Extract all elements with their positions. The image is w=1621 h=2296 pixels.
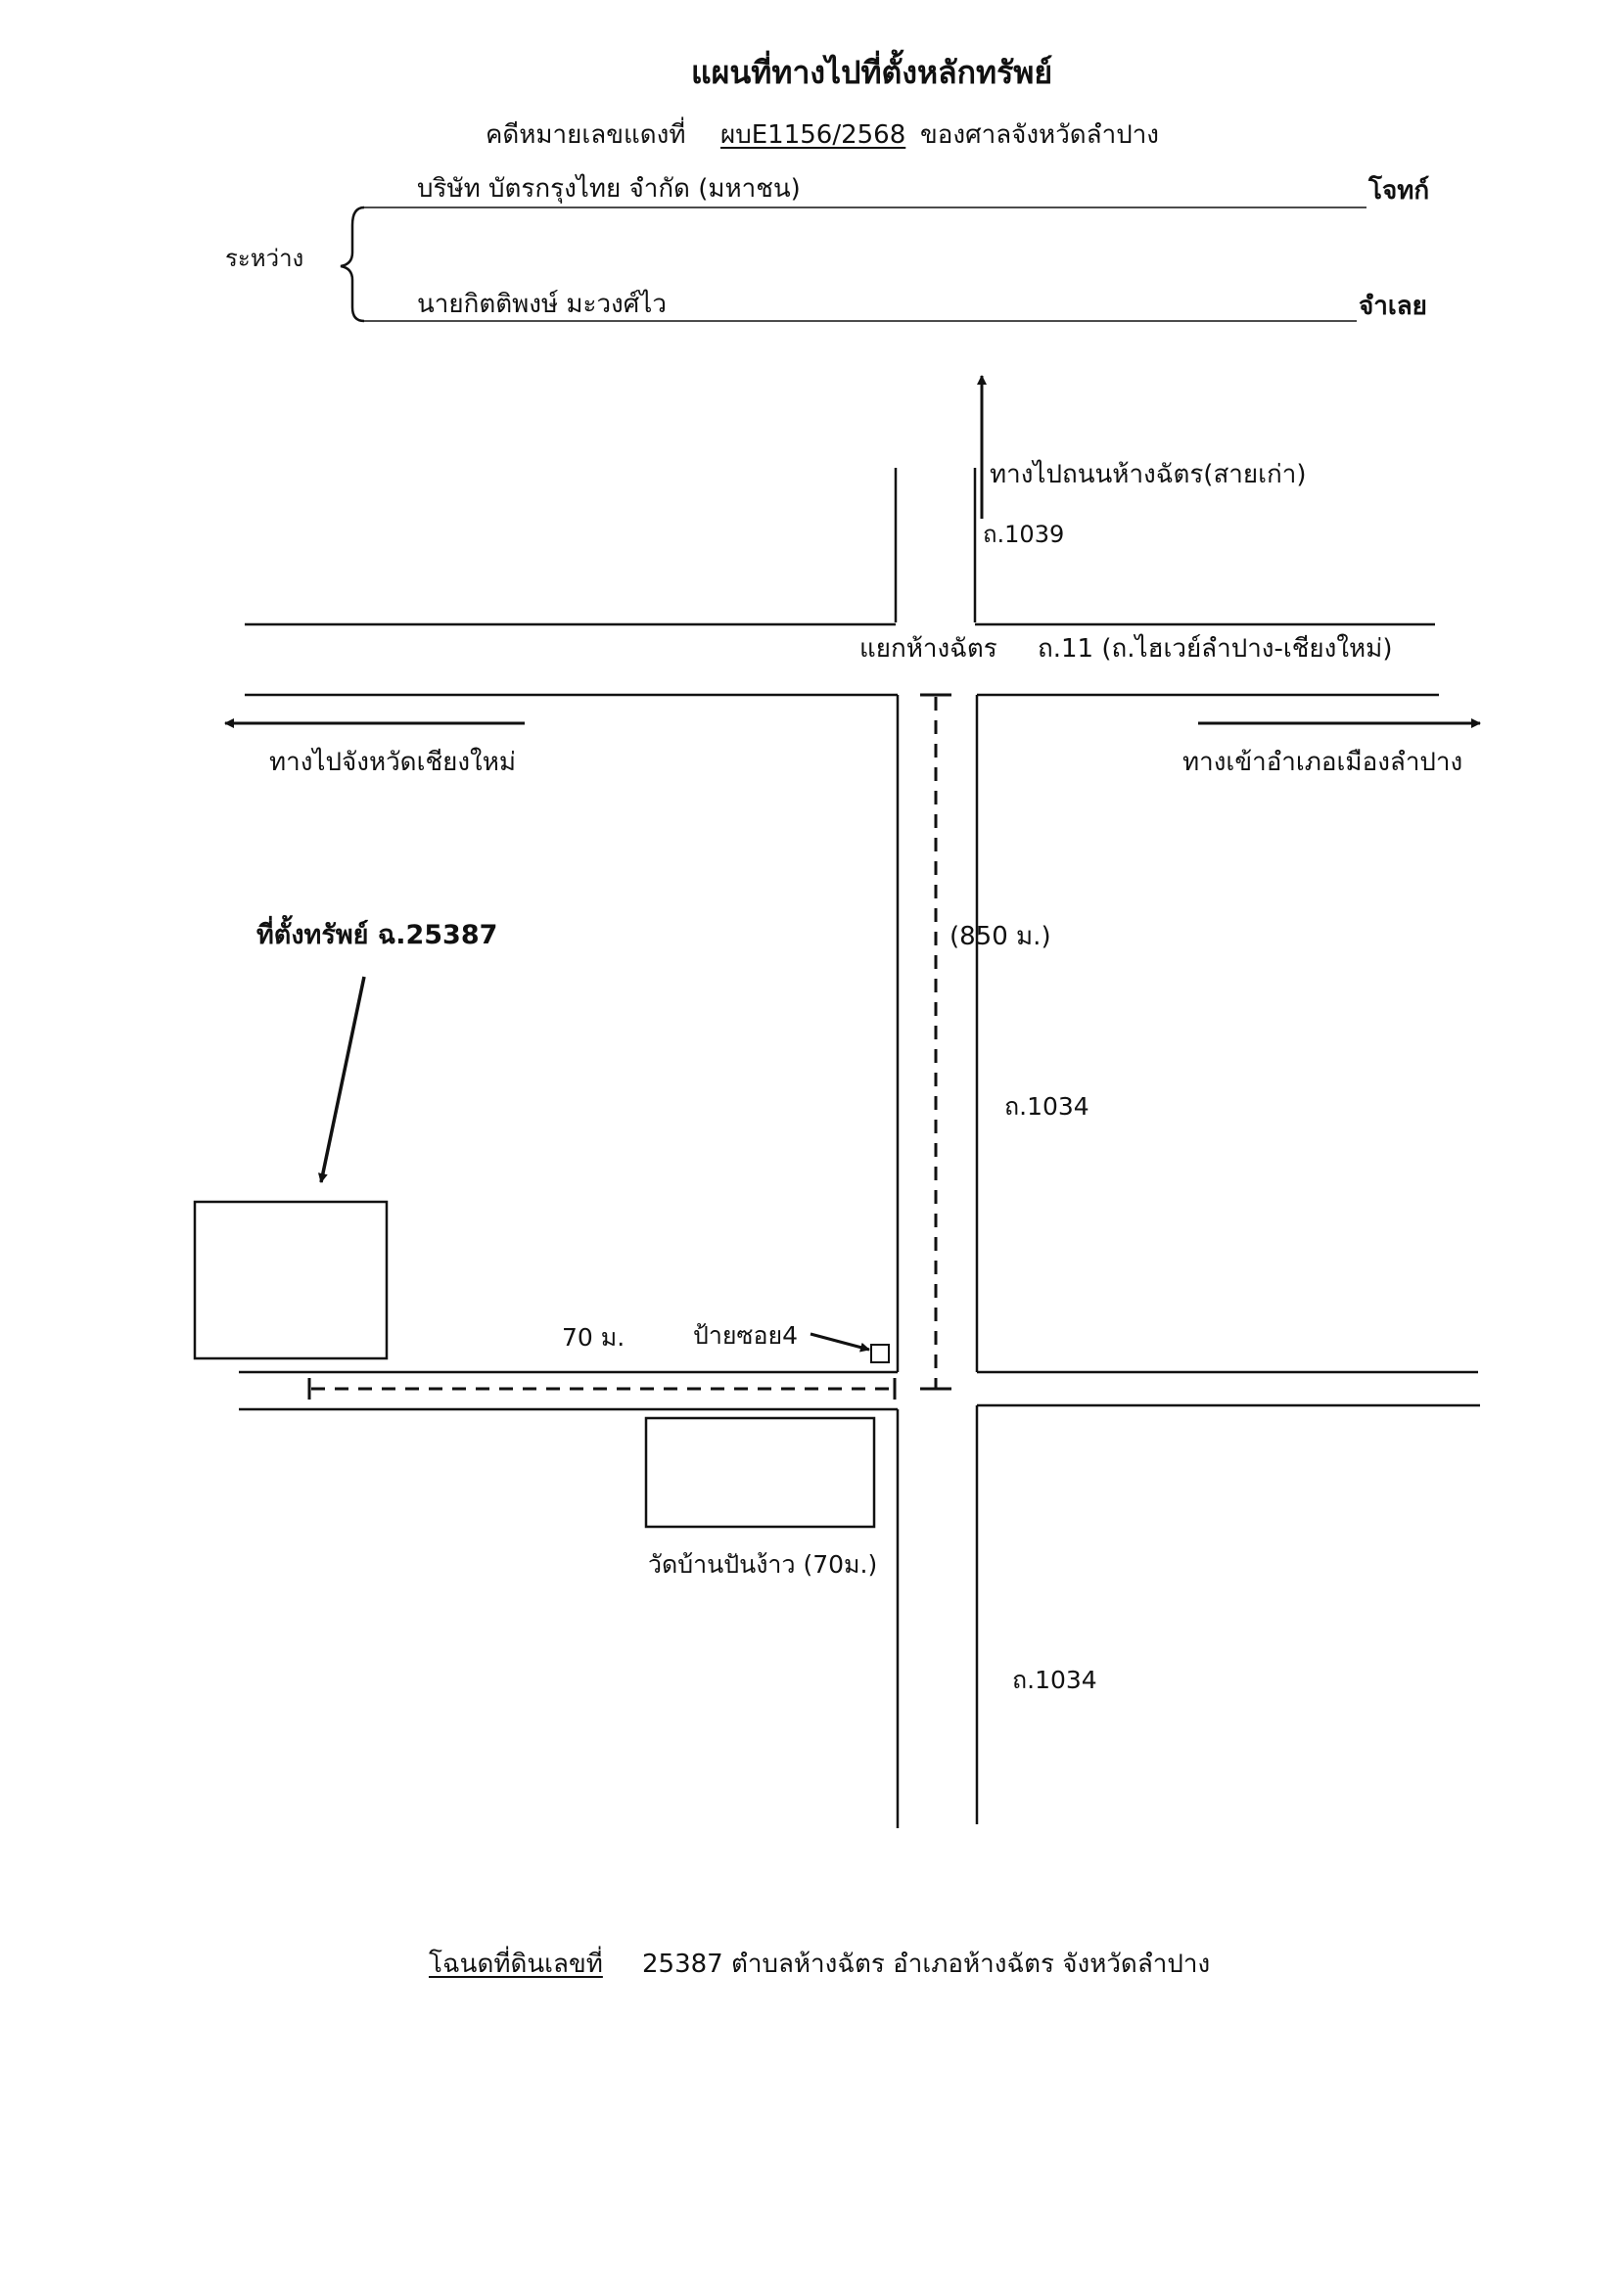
label-junction: แยกห้างฉัตร: [859, 634, 997, 664]
page-title: แผนที่ทางไปที่ตั้งหลักทรัพย์: [691, 54, 1053, 91]
court-name: ของศาลจังหวัดลำปาง: [920, 120, 1160, 150]
party-brace: [340, 206, 365, 323]
defendant-role: จำเลย: [1359, 292, 1427, 321]
label-to-chiangmai: ทางไปจังหวัดเชียงใหม่: [269, 748, 517, 777]
between-label: ระหว่าง: [225, 245, 304, 272]
label-soi-sign: ป้ายซอย4: [693, 1321, 799, 1350]
property-plot: [193, 1200, 389, 1360]
temple-plot: [644, 1416, 876, 1529]
label-road-1034-lower: ถ.1034: [1012, 1666, 1097, 1694]
label-to-lampang: ทางเข้าอำเภอเมืองลำปาง: [1182, 748, 1463, 777]
defendant-name: นายกิตติพงษ์ มะวงศ์ไว: [417, 290, 667, 319]
plaintiff-role: โจทก์: [1368, 176, 1430, 206]
case-prefix: คดีหมายเลขแดงที่: [486, 120, 686, 150]
arrow-to-property: [317, 976, 366, 1183]
plaintiff-name: บริษัท บัตรกรุงไทย จำกัด (มหาชน): [417, 174, 801, 204]
arrow-to-soi-sign: [810, 1332, 870, 1353]
deed-detail: 25387 ตำบลห้างฉัตร อำเภอห้างฉัตร จังหวัด…: [642, 1950, 1211, 1979]
label-to-old-road: ทางไปถนนห้างฉัตร(สายเก่า): [990, 460, 1307, 489]
label-property: ที่ตั้งทรัพย์ ฉ.25387: [256, 920, 498, 950]
deed-label: โฉนดที่ดินเลขที่: [429, 1950, 603, 1979]
label-highway-11: ถ.11 (ถ.ไฮเวย์ลำปาง-เชียงใหม่): [1038, 634, 1393, 664]
case-number: ผบE1156/2568: [720, 120, 906, 150]
label-distance-70: 70 ม.: [562, 1323, 625, 1352]
label-road-1039: ถ.1039: [983, 521, 1065, 548]
label-road-1034-upper: ถ.1034: [1004, 1092, 1089, 1121]
label-temple: วัดบ้านปันง้าว (70ม.): [648, 1550, 878, 1579]
soi-sign-marker: [870, 1344, 890, 1363]
label-distance-850: (850 ม.): [949, 922, 1051, 951]
